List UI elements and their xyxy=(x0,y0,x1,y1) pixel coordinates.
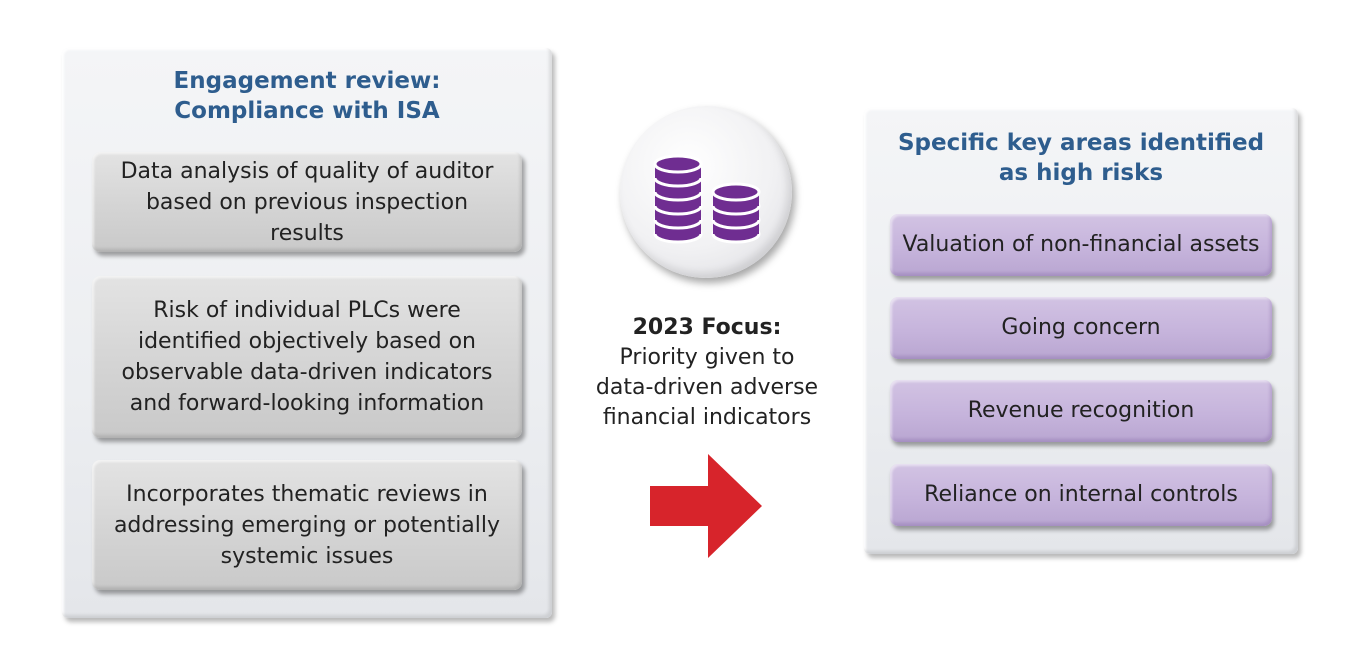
risk-area-item: Revenue recognition xyxy=(890,380,1272,442)
focus-heading: 2023 Focus: xyxy=(632,315,782,340)
high-risk-areas-panel: Specific key areas identified as high ri… xyxy=(864,108,1298,554)
high-risk-panel-title: Specific key areas identified as high ri… xyxy=(897,130,1265,186)
risk-area-item: Going concern xyxy=(890,297,1272,359)
focus-statement: 2023 Focus: Priority given to data-drive… xyxy=(580,313,834,433)
compliance-panel: Engagement review: Compliance with ISA D… xyxy=(62,48,552,618)
review-item: Data analysis of quality of auditor base… xyxy=(92,152,522,252)
risk-area-item: Valuation of non-financial assets xyxy=(890,214,1272,276)
compliance-panel-title: Engagement review: Compliance with ISA xyxy=(173,68,441,124)
review-item: Risk of individual PLCs were identified … xyxy=(92,276,522,438)
review-item: Incorporates thematic reviews in address… xyxy=(92,460,522,590)
coins-icon xyxy=(620,106,792,278)
right-arrow-icon xyxy=(650,454,764,562)
risk-area-item: Reliance on internal controls xyxy=(890,464,1272,526)
focus-body: Priority given to data-driven adverse fi… xyxy=(595,345,819,430)
